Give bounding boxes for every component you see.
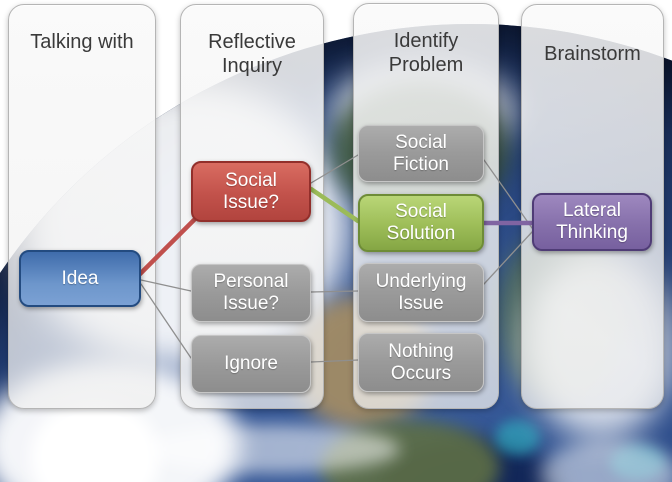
node-social-issue: Social Issue? — [191, 161, 311, 222]
column-talking-with: Talking with — [8, 4, 156, 409]
node-idea: Idea — [19, 250, 141, 307]
node-nothing-occurs: Nothing Occurs — [358, 333, 484, 392]
node-personal-issue: Personal Issue? — [191, 264, 311, 322]
connector-idea-to-ignore — [140, 283, 192, 359]
connector-social-fiction-to-lateral-thinking — [483, 159, 533, 229]
connector-ignore-to-nothing-occurs — [310, 359, 359, 363]
connector-social-issue-to-social-solution — [308, 186, 361, 224]
column-title: Brainstorm — [544, 43, 641, 65]
column-title: Identify Problem — [388, 30, 464, 76]
column-title: Talking with — [30, 31, 134, 53]
node-lateral-thinking: Lateral Thinking — [532, 193, 652, 251]
connector-personal-issue-to-underlying-issue — [310, 290, 359, 293]
connector-idea-to-social-issue — [137, 217, 197, 277]
connector-social-issue-to-social-fiction — [310, 154, 359, 184]
node-underlying-issue: Underlying Issue — [358, 263, 484, 322]
column-title: Reflective Inquiry — [208, 31, 296, 77]
connector-underlying-issue-to-lateral-thinking — [483, 231, 533, 285]
node-social-solution: Social Solution — [358, 194, 484, 252]
connector-idea-to-personal-issue — [140, 279, 192, 292]
node-ignore: Ignore — [191, 335, 311, 393]
node-social-fiction: Social Fiction — [358, 125, 484, 182]
